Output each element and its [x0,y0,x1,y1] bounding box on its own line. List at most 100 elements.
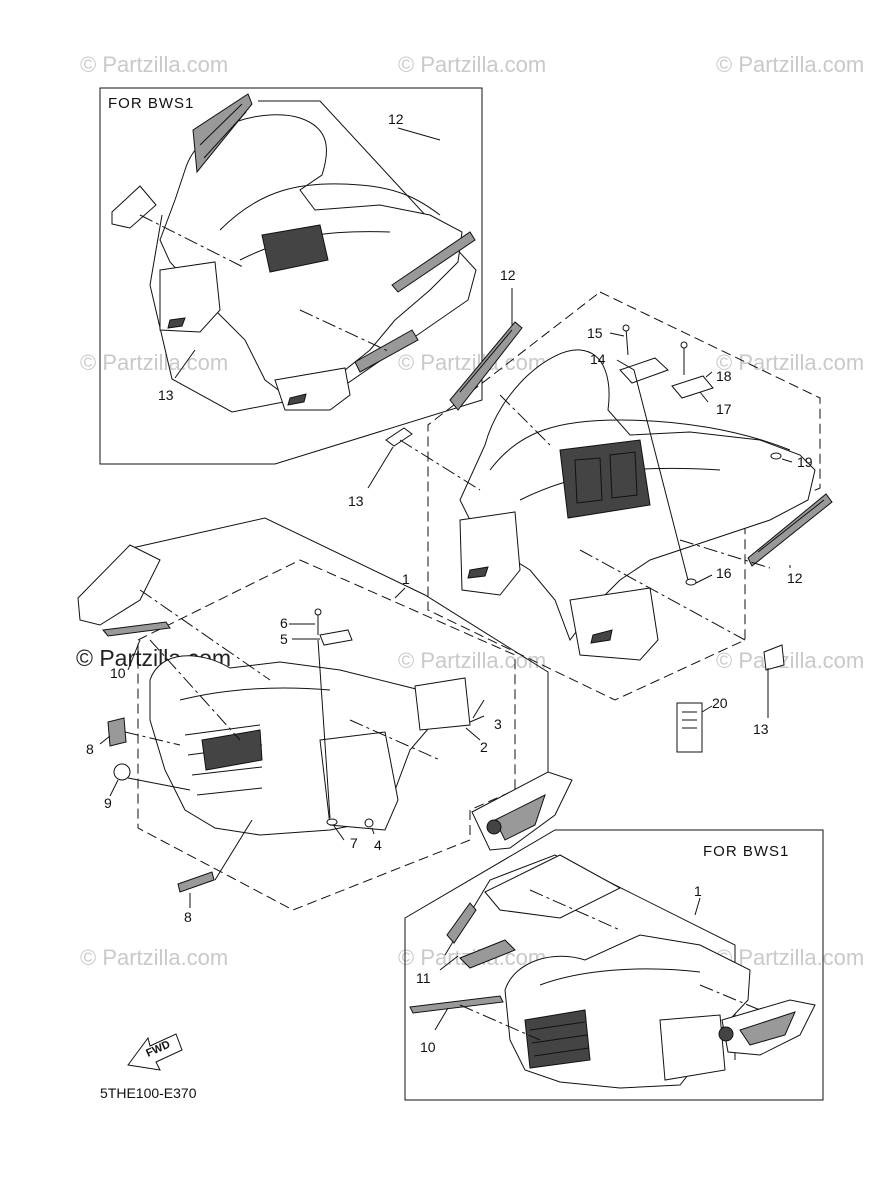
decal-12-right [747,493,833,567]
part-6-rivet-head [314,608,322,616]
leader-line [397,127,441,141]
leader-line [394,587,406,599]
leader-line [127,777,191,791]
leader-line [109,779,119,797]
leader-line [317,639,331,819]
fender-contour [489,419,791,471]
watermark-text: © Partzilla.com [716,350,864,375]
leader-line [705,371,713,378]
callout-4: 4 [374,837,382,853]
leader-line [99,735,111,745]
decal-stripes [459,329,513,393]
leader-line [139,589,271,681]
callout-12: 12 [787,570,803,586]
reflector-8-side [107,717,127,747]
decal-12-right [391,231,476,293]
fender-flap-left [459,511,521,596]
front-fender-group: 1 6 5 3 2 7 4 10 8 9 8 [77,517,573,925]
side-cover-graphic [739,1011,796,1046]
leader-line [174,349,196,379]
front-grille-lines [529,1021,590,1057]
side-cover-graphic [494,794,546,841]
fwd-arrow-icon [127,1033,183,1071]
leader-line [434,1007,449,1031]
leader-line [699,984,761,1011]
callout-15: 15 [587,325,603,341]
compartment-detail [574,451,638,504]
callout-17: 17 [716,401,732,417]
leader-line [127,639,141,671]
watermark-text: © Partzilla.com [80,52,228,77]
leader-line [349,719,441,761]
part-7-grommet [326,818,338,826]
group-outline [131,517,549,790]
watermark-text: © Partzilla.com [398,350,546,375]
callout-13: 13 [753,721,769,737]
decal-10-stripe [102,621,171,637]
callout-12: 12 [500,267,516,283]
storage-compartment [261,224,329,273]
decal-10-stripe [409,995,504,1014]
leader-line [299,309,391,353]
logo-mark [467,566,489,579]
callout-5: 5 [280,631,288,647]
callout-10: 10 [110,665,126,681]
fwd-arrow: FWD [127,1033,183,1071]
label-lines [682,711,697,729]
leader-line [124,731,181,746]
part-18-rivet-head [680,341,688,349]
part-19-grommet [770,452,782,460]
decal-top-left [77,544,161,626]
fender-side-panel [319,731,399,831]
watermark-text: © Partzilla.com [398,52,546,77]
decal-12-top [449,321,523,411]
leader-line [469,715,485,723]
watermark-text: © Partzilla.com [80,350,228,375]
fender-contour [219,183,441,231]
leader-line [529,889,621,931]
decal-stripes [199,103,247,159]
panel-header: FOR BWS1 [108,95,194,112]
leader-line [695,574,713,584]
decal-13-left [111,185,157,229]
logo-mark [167,317,186,329]
leader-line [701,705,713,713]
callout-16: 16 [716,565,732,581]
rear-fender-bws1-panel: FOR BWS1 12 13 [99,87,483,465]
callout-8: 8 [184,909,192,925]
leader-line [459,1004,541,1041]
part-2-plate [414,677,471,731]
callout-2: 2 [480,739,488,755]
leader-line [371,827,375,835]
callout-13: 13 [158,387,174,403]
leader-line [399,439,481,491]
front-fender-body [149,655,441,836]
callout-1: 1 [694,883,702,899]
leader-line [679,539,771,569]
group-dashed-outline [137,559,516,911]
leader-line [139,214,246,269]
callout-9: 9 [104,795,112,811]
fender-contour [539,968,701,986]
part-3-rivet [472,699,485,719]
part-14-plate [619,357,669,384]
part-5-plate [319,629,353,646]
leader-line [609,332,625,337]
callout-14: 14 [590,351,606,367]
logo-mark [287,393,307,406]
callout-12: 12 [388,111,404,127]
reflector-9-round [113,763,131,781]
fender-flap-left [159,261,221,333]
callout-7: 7 [350,835,358,851]
panel-header: FOR BWS1 [703,843,789,860]
emblem-mark [718,1026,734,1042]
callout-8: 8 [86,741,94,757]
leader-line [439,955,459,971]
reflector-8-front [177,871,215,893]
decal-11-upper [446,902,477,944]
callout-19: 19 [797,454,813,470]
rear-fender-group: 12 13 15 14 18 17 19 16 12 13 20 [348,267,833,753]
callout-18: 18 [716,368,732,384]
part-16-grommet [685,578,697,586]
leader-line [699,391,709,403]
